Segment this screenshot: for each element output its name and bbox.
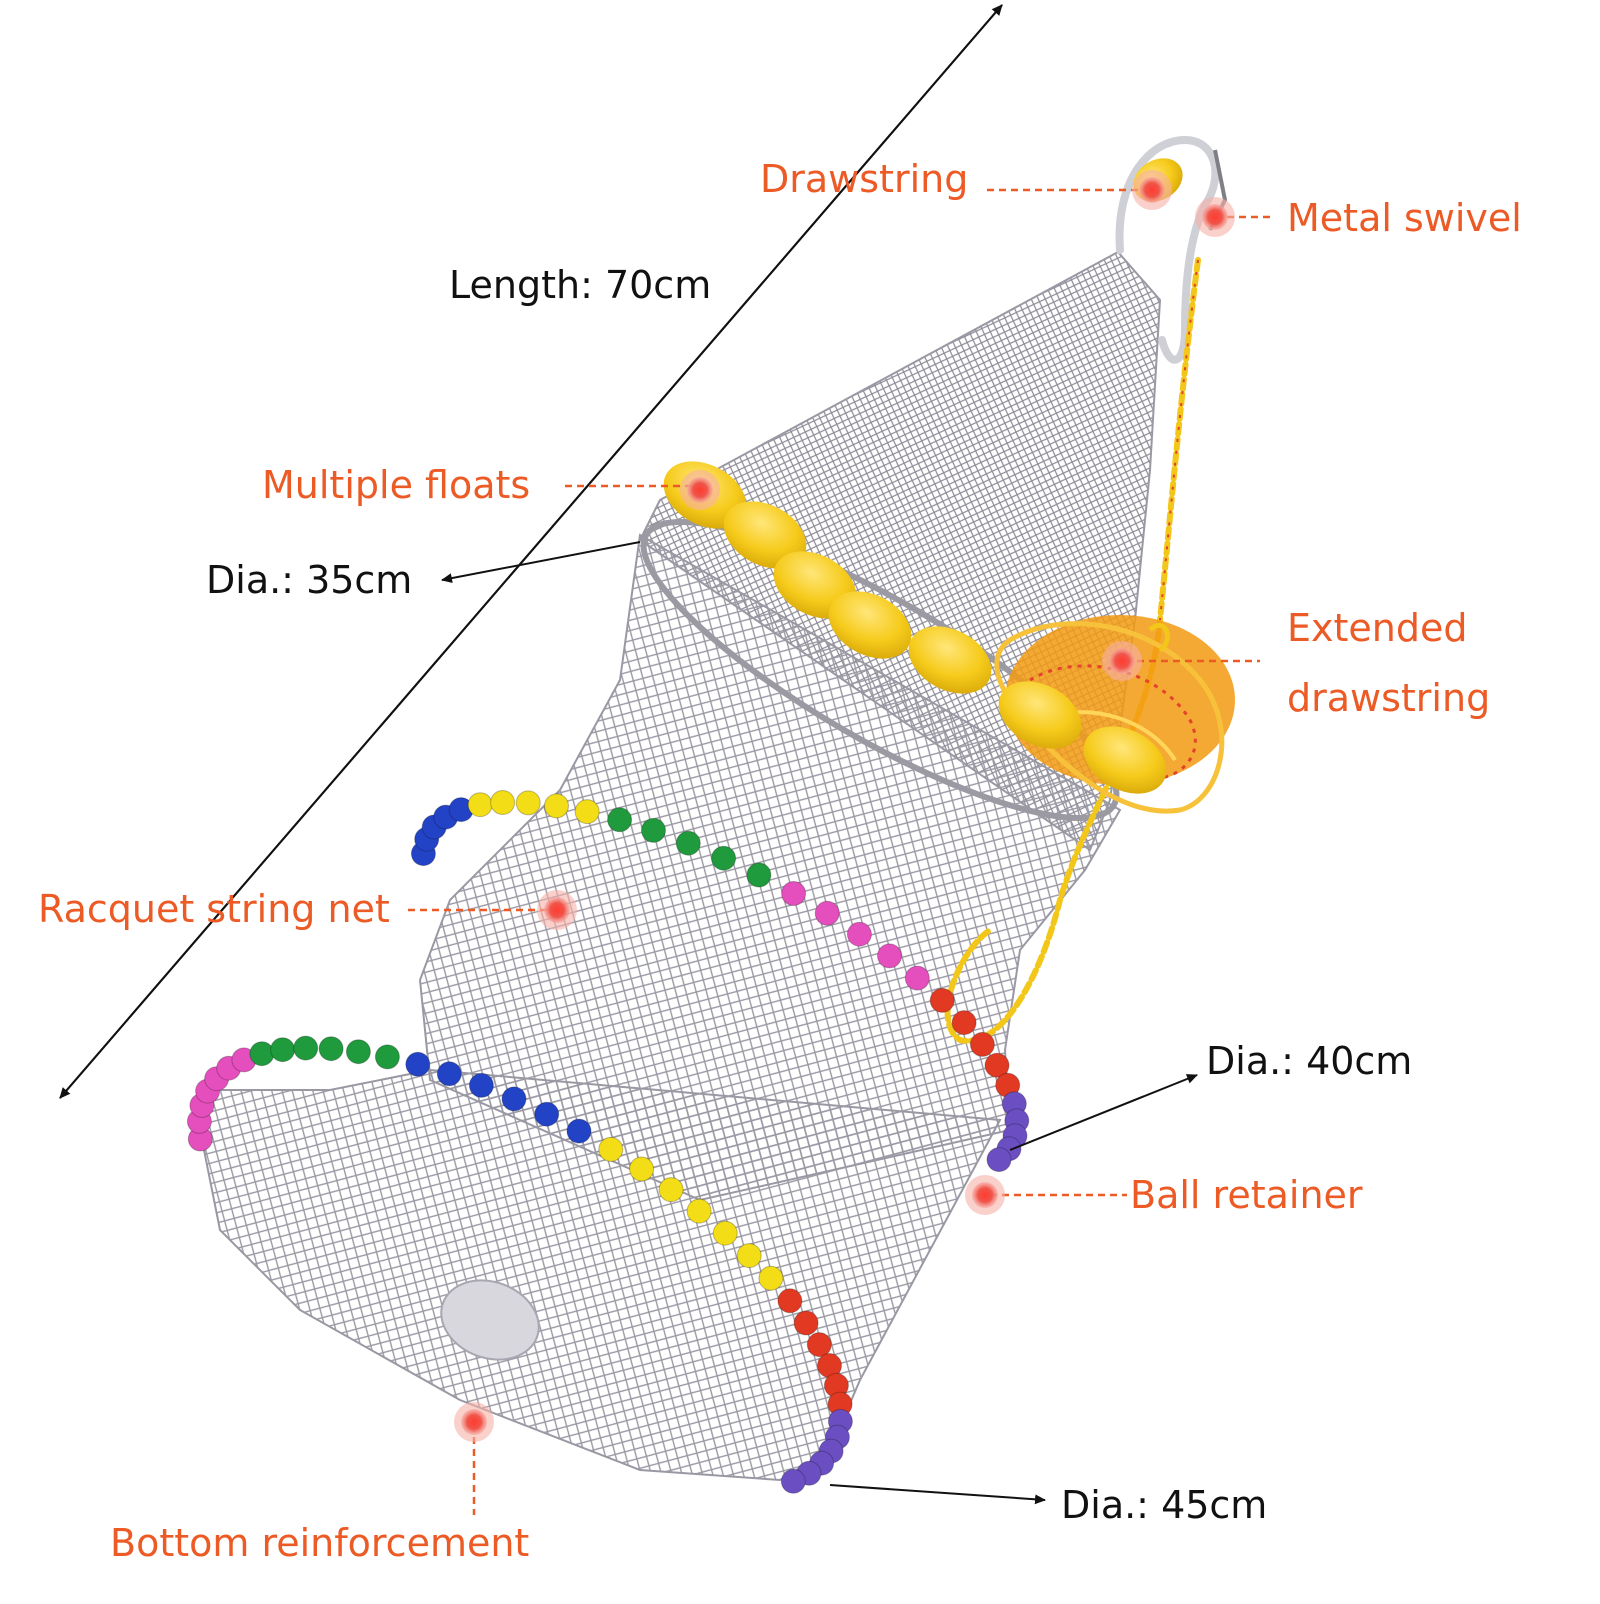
callout-dot-icon [687,477,713,503]
bead [544,793,569,819]
bead [780,1468,806,1494]
bead [986,1147,1012,1173]
bead [929,987,955,1013]
bead [629,1156,655,1182]
net-body [198,250,1162,1482]
dimension-arrow-icon [59,4,1003,1099]
bead [814,900,840,926]
bead [641,817,666,843]
bead [675,830,701,856]
bead [270,1037,296,1063]
label-metal-swivel: Metal swivel [1287,196,1522,240]
bead [436,1061,462,1087]
bead [374,1044,400,1070]
label-extended-drawstring-1: Extended [1287,606,1468,650]
callout-dots [454,170,1235,1442]
float [1083,726,1167,794]
bead [345,1039,371,1065]
label-dia-40: Dia.: 40cm [1206,1039,1413,1083]
dimension-arrow-icon [441,541,641,584]
bead [746,862,772,888]
bead [490,790,516,815]
bead [984,1052,1010,1078]
dimension-lines [59,4,1198,1505]
float [998,681,1082,749]
label-dia-35: Dia.: 35cm [206,558,413,602]
bead [877,943,902,969]
label-length: Length: 70cm [449,263,712,307]
bead [467,792,493,818]
callout-leaders [408,188,1275,1515]
bead [781,881,807,906]
bead [534,1101,560,1127]
bead [686,1198,712,1224]
callout-dot-icon [1109,648,1135,674]
label-extended-drawstring-2: drawstring [1287,676,1491,720]
bead [951,1010,977,1036]
bead [846,921,872,947]
bead [711,845,737,871]
bead [318,1036,344,1062]
bead [468,1072,494,1098]
float [908,626,992,694]
bead [598,1136,624,1162]
bead [574,799,600,825]
bead [736,1243,762,1269]
bead [969,1031,995,1057]
bead [405,1051,431,1077]
bead [904,965,930,991]
callout-dot-icon [461,1409,487,1435]
float [723,501,807,569]
bead [793,1310,819,1336]
label-racquet-string-net: Racquet string net [38,887,390,931]
bead [758,1265,784,1291]
callout-dot-icon [1139,177,1165,203]
label-multiple-floats: Multiple floats [262,463,531,507]
label-bottom-reinforcement: Bottom reinforcement [110,1521,530,1565]
label-ball-retainer: Ball retainer [1130,1173,1363,1217]
bead [607,807,633,833]
bead-rings [186,790,1030,1494]
bead [515,790,541,816]
label-drawstring: Drawstring [760,157,969,201]
dimension-arrow-icon [1009,1074,1198,1151]
bead [293,1035,319,1061]
bead [501,1086,527,1112]
float [828,591,912,659]
bead [249,1041,275,1067]
callout-dot-icon [1202,204,1228,230]
bead [566,1118,592,1144]
label-dia-45: Dia.: 45cm [1061,1483,1268,1527]
bead [777,1288,803,1314]
dimension-arrow-icon [829,1484,1046,1505]
bead [712,1220,738,1246]
callout-dot-icon [544,897,570,923]
callout-dot-icon [972,1182,998,1208]
top-ring [640,519,1120,821]
bead [658,1177,684,1203]
bead [806,1332,832,1358]
